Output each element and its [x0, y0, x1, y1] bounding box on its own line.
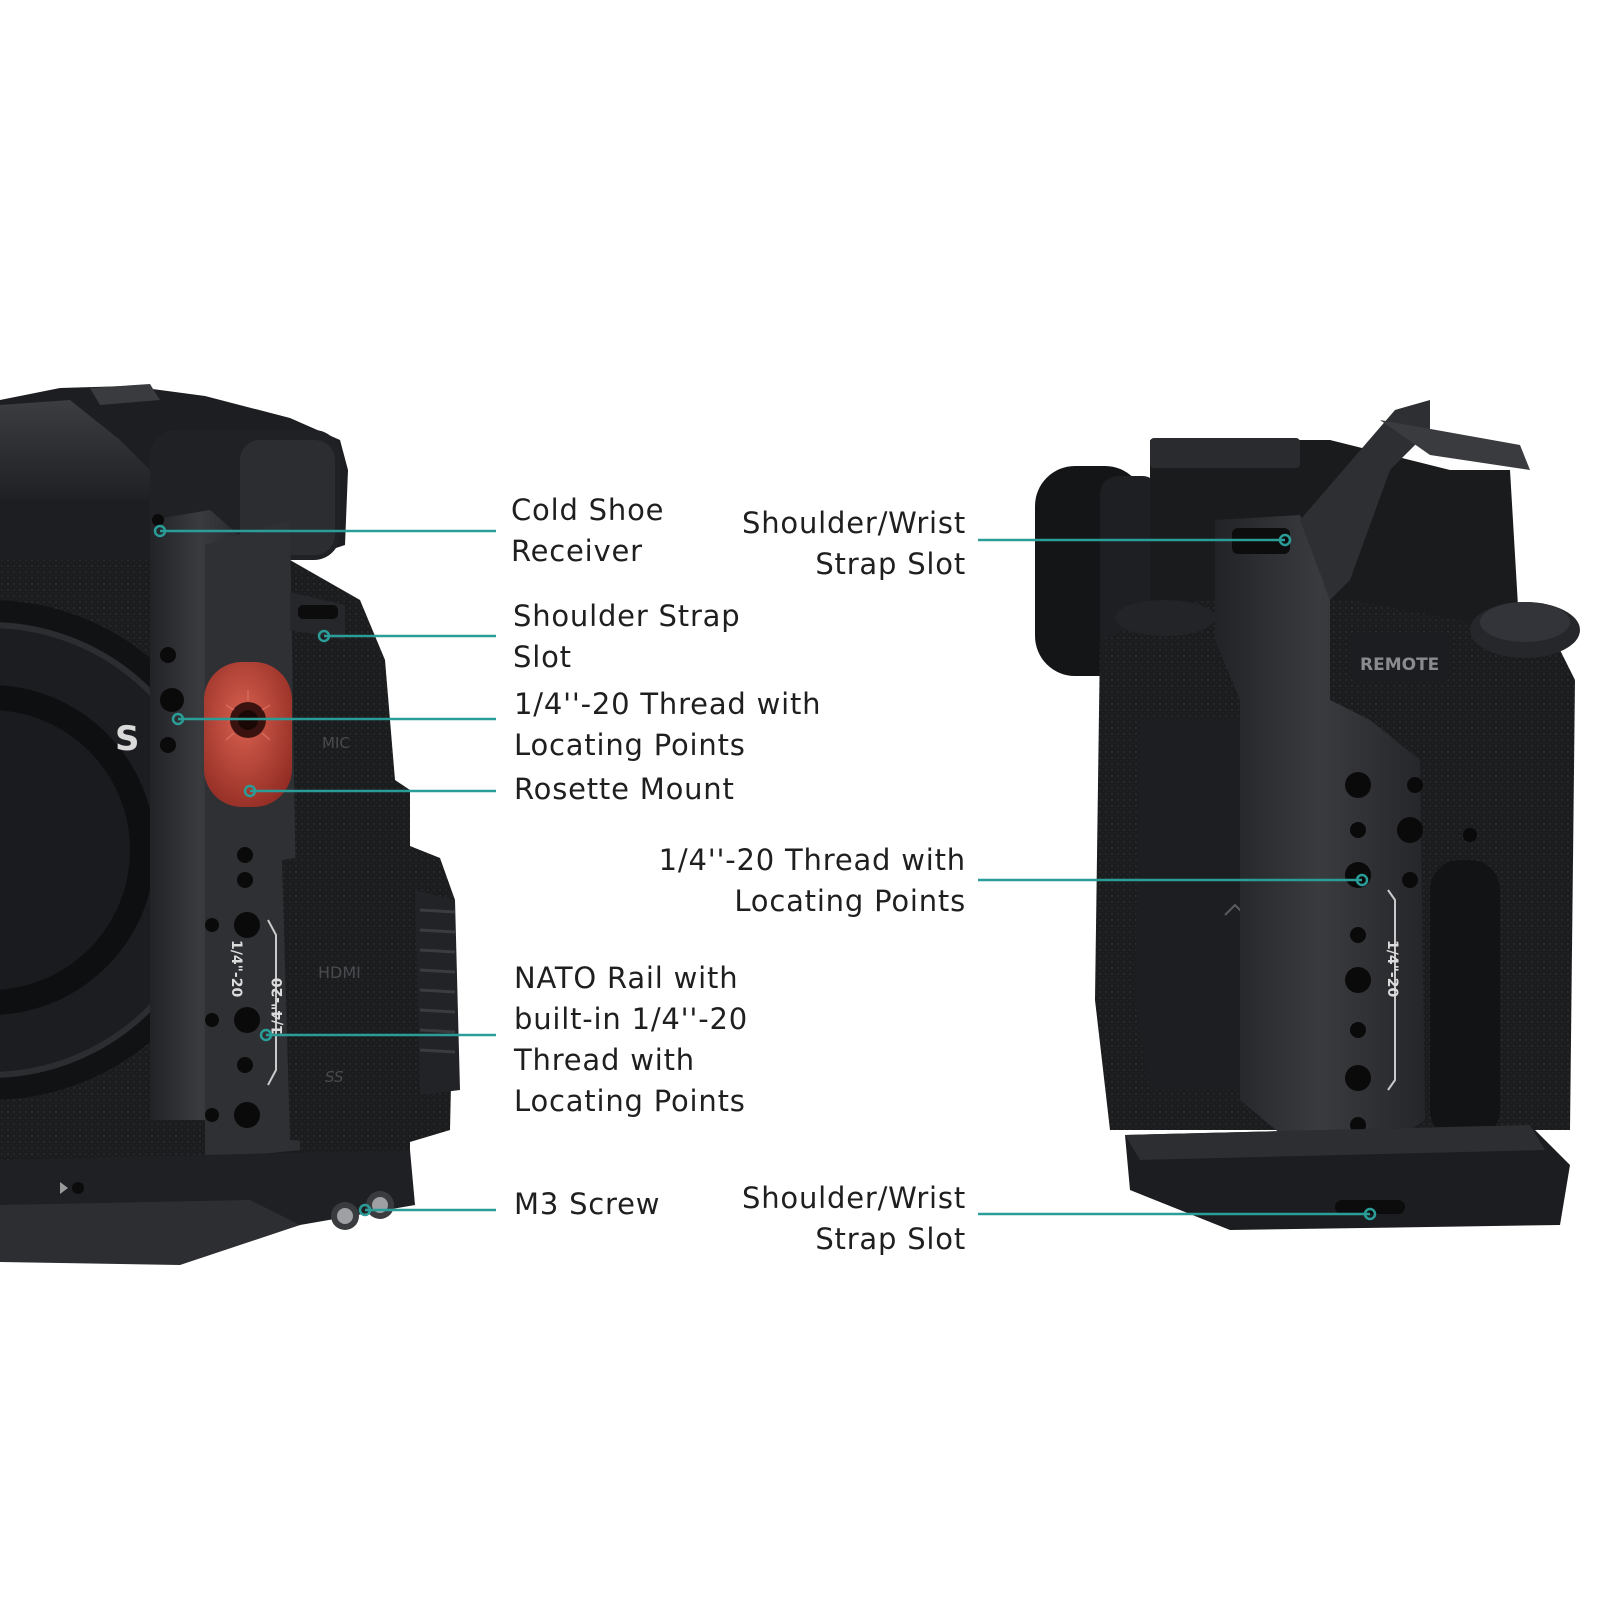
- leader-cold-shoe-dot: [153, 524, 167, 538]
- leader-thread-left-dot: [171, 712, 185, 726]
- callout-line: 1/4''-20 Thread with: [658, 843, 966, 877]
- callout-line: built-in 1/4''-20: [514, 1002, 748, 1036]
- callout-rosette: Rosette Mount: [514, 769, 735, 810]
- leader-wrist-slot-top-dot: [1278, 533, 1292, 547]
- leader-wrist-slot-bottom-dot: [1363, 1207, 1377, 1221]
- hdmi-marking: HDMI: [318, 963, 361, 982]
- leader-rosette-dot: [243, 784, 257, 798]
- callout-line: Shoulder/Wrist: [742, 1181, 966, 1215]
- callout-line: Rosette Mount: [514, 772, 735, 806]
- callout-shoulder-strap-slot: Shoulder Strap Slot: [513, 596, 740, 678]
- brand-letter: S: [115, 719, 140, 759]
- leader-nato-rail-dot: [259, 1028, 273, 1042]
- callout-line: Strap Slot: [815, 1222, 966, 1256]
- leader-shoulder-strap-slot-dot: [317, 629, 331, 643]
- callout-wrist-slot-top: Shoulder/Wrist Strap Slot: [680, 503, 966, 585]
- leader-m3-screw-dot: [358, 1203, 372, 1217]
- callout-line: M3 Screw: [514, 1187, 661, 1221]
- callout-thread-left: 1/4''-20 Thread with Locating Points: [514, 684, 821, 766]
- callout-wrist-slot-bottom: Shoulder/Wrist Strap Slot: [680, 1178, 966, 1260]
- mic-marking: MIC: [322, 734, 350, 752]
- callout-thread-right: 1/4''-20 Thread with Locating Points: [620, 840, 966, 922]
- callout-line: Slot: [513, 640, 572, 674]
- callout-m3-screw: M3 Screw: [514, 1184, 660, 1225]
- callout-line: Receiver: [511, 534, 643, 568]
- rail-marking-upper: 1/4"-20: [228, 940, 244, 997]
- callout-line: Locating Points: [514, 1084, 746, 1118]
- callout-nato-rail: NATO Rail with built-in 1/4''-20 Thread …: [514, 958, 748, 1122]
- callout-line: Cold Shoe: [511, 493, 665, 527]
- rail-marking-lower: 1/4"-20: [270, 978, 286, 1035]
- callout-line: Locating Points: [514, 728, 746, 762]
- callout-line: Shoulder/Wrist: [742, 506, 966, 540]
- callout-cold-shoe: Cold Shoe Receiver: [511, 490, 664, 572]
- remote-marking: REMOTE: [1360, 655, 1439, 675]
- plate-marking: 1/4"-20: [1384, 940, 1400, 997]
- leader-lines: [153, 524, 1377, 1221]
- right-camera-with-cage: REMOTE 1/4"-20: [1035, 400, 1580, 1230]
- leader-thread-right-dot: [1355, 873, 1369, 887]
- callout-line: 1/4''-20 Thread with: [514, 687, 822, 721]
- ss-marking: SS: [325, 1068, 344, 1086]
- callout-line: Shoulder Strap: [513, 599, 741, 633]
- callout-line: Thread with: [514, 1043, 695, 1077]
- left-camera-with-cage: S 1/4"-20 1/4"-20: [0, 384, 460, 1265]
- callout-line: Strap Slot: [815, 547, 966, 581]
- callout-line: Locating Points: [734, 884, 966, 918]
- callout-line: NATO Rail with: [514, 961, 739, 995]
